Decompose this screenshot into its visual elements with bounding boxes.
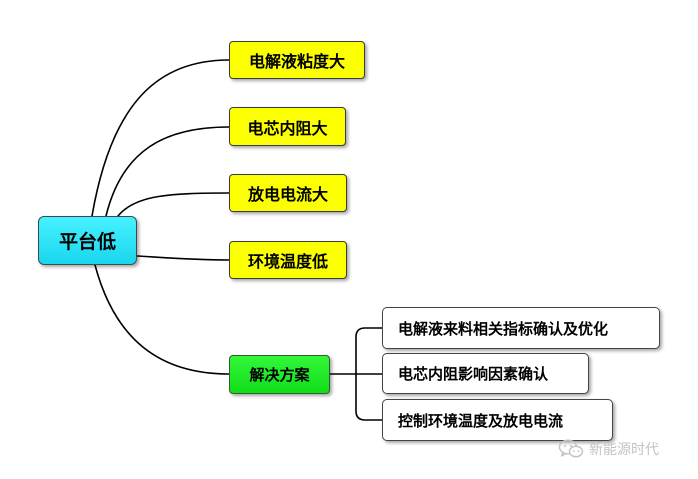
connector-root-n1	[91, 59, 230, 217]
cause-node-ambient-temperature[interactable]: 环境温度低	[229, 241, 347, 279]
solution-node-label: 解决方案	[249, 366, 310, 384]
root-node-label: 平台低	[58, 231, 116, 253]
solution-item-electrolyte[interactable]: 电解液来料相关指标确认及优化	[382, 307, 660, 349]
solution-item-label: 电芯内阻影响因素确认	[398, 365, 549, 383]
solution-item-resistance[interactable]: 电芯内阻影响因素确认	[382, 353, 589, 394]
connector-root-n3	[117, 192, 230, 217]
cause-node-electrolyte-viscosity[interactable]: 电解液粘度大	[229, 41, 365, 79]
connector-root-n4	[136, 255, 230, 261]
cause-node-label: 电芯内阻大	[247, 118, 328, 138]
solution-node[interactable]: 解决方案	[229, 355, 330, 394]
cause-node-internal-resistance[interactable]: 电芯内阻大	[229, 107, 346, 146]
connector-root-n2	[105, 126, 230, 217]
solution-item-label: 电解液来料相关指标确认及优化	[398, 319, 609, 338]
connector-bracket-s3	[355, 373, 383, 421]
connector-bracket-s1	[355, 327, 383, 375]
solution-item-label: 控制环境温度及放电电流	[398, 411, 564, 430]
root-node[interactable]: 平台低	[38, 216, 137, 265]
watermark: 新能源时代	[558, 437, 659, 461]
cause-node-label: 环境温度低	[247, 252, 328, 271]
cause-node-label: 电解液粘度大	[248, 52, 345, 71]
connector-root-n5	[94, 264, 230, 375]
cause-node-label: 放电电流大	[247, 185, 328, 204]
wechat-icon	[558, 439, 584, 458]
watermark-text: 新能源时代	[589, 442, 659, 458]
cause-node-discharge-current[interactable]: 放电电流大	[229, 174, 347, 212]
solution-item-temperature-current[interactable]: 控制环境温度及放电电流	[382, 399, 613, 441]
